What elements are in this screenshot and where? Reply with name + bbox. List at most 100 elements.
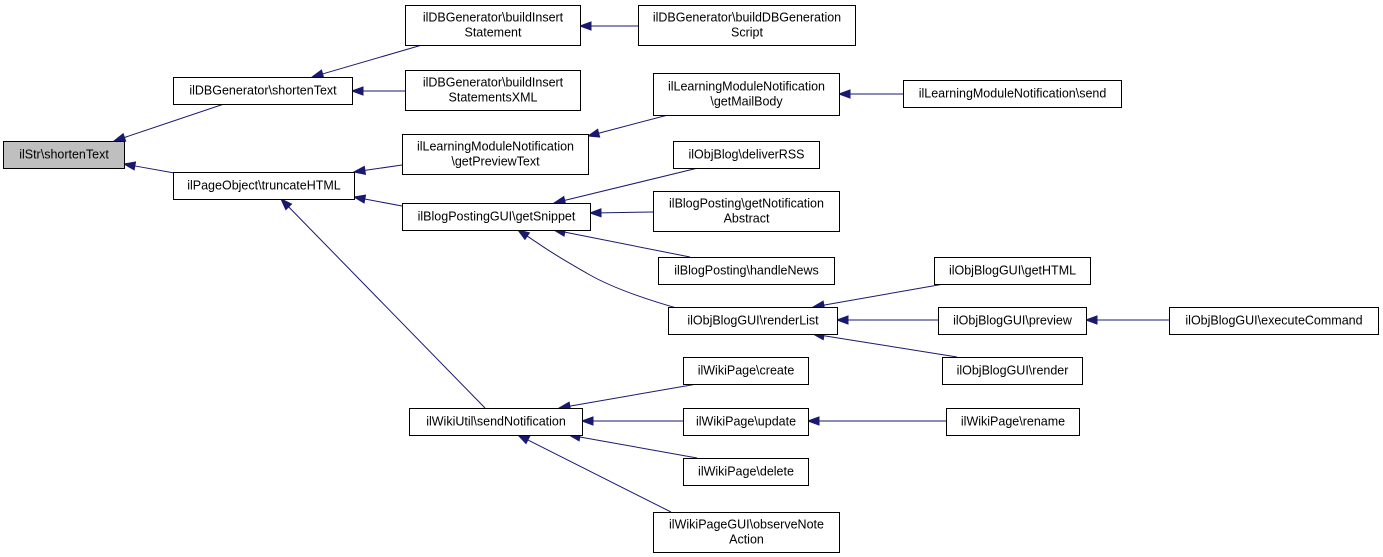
node-box[interactable] bbox=[405, 70, 581, 111]
node-box[interactable] bbox=[405, 5, 581, 46]
node-label: Statement bbox=[465, 26, 523, 40]
edge-line bbox=[823, 283, 945, 306]
node-box[interactable] bbox=[668, 307, 838, 335]
edge-ilWikiPage_create-to-ilWikiUtil_sendNotification bbox=[557, 383, 698, 411]
node-label: ilDBGenerator\buildInsert bbox=[423, 11, 564, 25]
arrowhead-icon bbox=[1084, 315, 1098, 325]
node-ilObjBlogGUI_render[interactable]: ilObjBlogGUI\render bbox=[942, 357, 1083, 385]
node-ilBlogPostingGUI_getSnippet[interactable]: ilBlogPostingGUI\getSnippet bbox=[402, 203, 591, 231]
node-ilBlogPosting_handleNews[interactable]: ilBlogPosting\handleNews bbox=[658, 257, 835, 285]
node-ilWikiPage_create[interactable]: ilWikiPage\create bbox=[683, 357, 809, 385]
edge-ilWikiPageGUI_observeNoteAction-to-ilWikiUtil_sendNotification bbox=[516, 434, 672, 513]
node-label: ilWikiUtil\sendNotification bbox=[426, 415, 566, 429]
node-box[interactable] bbox=[683, 408, 809, 436]
node-box[interactable] bbox=[653, 512, 840, 553]
node-label: ilLearningModuleNotification bbox=[668, 80, 825, 94]
node-label: \getMailBody bbox=[710, 95, 783, 109]
node-label: Action bbox=[729, 533, 764, 547]
arrowhead-icon bbox=[578, 21, 592, 31]
node-ilObjBlogGUI_preview[interactable]: ilObjBlogGUI\preview bbox=[938, 307, 1087, 335]
node-ilObjBlogGUI_renderList[interactable]: ilObjBlogGUI\renderList bbox=[668, 307, 838, 335]
node-label: ilWikiPage\create bbox=[698, 364, 795, 378]
nodes-layer: ilStr\shortenText ilDBGenerator\shortenTe… bbox=[3, 5, 1379, 553]
node-ilDBGenerator_shortenText[interactable]: ilDBGenerator\shortenText bbox=[173, 77, 353, 105]
edge-ilLMN_send-to-ilLMN_getMailBody bbox=[837, 89, 903, 99]
edge-ilObjBlogGUI_renderList-to-ilBlogPostingGUI_getSnippet bbox=[516, 229, 681, 310]
node-label: ilObjBlogGUI\getHTML bbox=[949, 264, 1076, 278]
edge-line bbox=[288, 206, 486, 409]
edge-line bbox=[322, 44, 423, 75]
root-node-box[interactable] bbox=[3, 141, 125, 169]
node-ilPageObject_truncateHTML[interactable]: ilPageObject\truncateHTML bbox=[173, 172, 355, 200]
edge-ilWikiPage_update-to-ilWikiUtil_sendNotification bbox=[580, 416, 683, 426]
arrowhead-icon bbox=[837, 89, 851, 99]
edge-ilWikiUtil_sendNotification-to-ilPageObject_truncateHTML bbox=[279, 197, 486, 409]
node-ilWikiPage_rename[interactable]: ilWikiPage\rename bbox=[946, 408, 1080, 436]
edges-layer bbox=[112, 21, 1169, 513]
node-box[interactable] bbox=[938, 307, 1087, 335]
node-label: ilWikiPage\rename bbox=[961, 415, 1065, 429]
node-ilObjBlogGUI_executeCommand[interactable]: ilObjBlogGUI\executeCommand bbox=[1169, 307, 1379, 335]
edge-ilWikiPage_rename-to-ilWikiPage_update bbox=[806, 416, 946, 426]
node-ilObjBlog_deliverRSS[interactable]: ilObjBlog\deliverRSS bbox=[673, 141, 820, 169]
node-box[interactable] bbox=[173, 172, 355, 200]
edge-ilLMN_getPreviewText-to-ilPageObject_truncateHTML bbox=[352, 164, 403, 176]
edge-ilObjBlogGUI_getHTML-to-ilObjBlogGUI_renderList bbox=[811, 283, 945, 310]
edge-line bbox=[364, 198, 403, 207]
node-box[interactable] bbox=[173, 77, 353, 105]
node-label: ilWikiPage\delete bbox=[698, 465, 794, 479]
arrowhead-icon bbox=[350, 86, 364, 96]
edge-ilObjBlogGUI_render-to-ilObjBlogGUI_renderList bbox=[811, 331, 958, 358]
node-ilWikiPage_delete[interactable]: ilWikiPage\delete bbox=[683, 458, 809, 486]
node-ilObjBlogGUI_getHTML[interactable]: ilObjBlogGUI\getHTML bbox=[934, 257, 1091, 285]
edge-line bbox=[823, 335, 958, 358]
arrowhead-icon bbox=[279, 197, 293, 211]
node-ilLMN_getPreviewText[interactable]: ilLearningModuleNotification\getPreviewT… bbox=[402, 134, 589, 175]
node-label: Abstract bbox=[724, 212, 770, 226]
edge-line bbox=[527, 439, 672, 513]
node-label: ilLearningModuleNotification bbox=[417, 140, 574, 154]
node-box[interactable] bbox=[673, 141, 820, 169]
arrowhead-icon bbox=[122, 161, 137, 171]
node-label: ilWikiPage\update bbox=[696, 415, 796, 429]
node-box[interactable] bbox=[638, 5, 856, 46]
node-box[interactable] bbox=[903, 80, 1122, 108]
node-box[interactable] bbox=[653, 191, 840, 232]
node-box[interactable] bbox=[1169, 307, 1379, 335]
node-box[interactable] bbox=[946, 408, 1080, 436]
node-box[interactable] bbox=[683, 357, 809, 385]
node-box[interactable] bbox=[402, 134, 589, 175]
edge-ilDBGenerator_shortenText-to-ilStr_shortenText bbox=[112, 103, 225, 142]
node-box[interactable] bbox=[683, 458, 809, 486]
arrowhead-icon bbox=[112, 132, 127, 142]
arrowhead-icon bbox=[516, 434, 531, 445]
edge-line bbox=[526, 235, 681, 310]
node-box[interactable] bbox=[934, 257, 1091, 285]
arrowhead-icon bbox=[806, 416, 820, 426]
node-label: ilBlogPosting\handleNews bbox=[674, 264, 819, 278]
node-ilWikiUtil_sendNotification[interactable]: ilWikiUtil\sendNotification bbox=[409, 408, 583, 436]
node-label: ilObjBlogGUI\render bbox=[957, 364, 1069, 378]
node-ilStr_shortenText[interactable]: ilStr\shortenText bbox=[3, 141, 125, 169]
node-box[interactable] bbox=[402, 203, 591, 231]
edge-ilObjBlogGUI_preview-to-ilObjBlogGUI_renderList bbox=[835, 315, 938, 325]
node-box[interactable] bbox=[658, 257, 835, 285]
arrowhead-icon bbox=[352, 194, 367, 204]
arrowhead-icon bbox=[588, 208, 602, 218]
node-box[interactable] bbox=[653, 73, 840, 116]
edge-line bbox=[600, 211, 654, 214]
node-box[interactable] bbox=[409, 408, 583, 436]
arrowhead-icon bbox=[310, 69, 325, 79]
node-ilLMN_send[interactable]: ilLearningModuleNotification\send bbox=[903, 80, 1122, 108]
edge-line bbox=[598, 114, 669, 134]
node-ilWikiPage_update[interactable]: ilWikiPage\update bbox=[683, 408, 809, 436]
node-ilLMN_getMailBody[interactable]: ilLearningModuleNotification\getMailBody bbox=[653, 73, 840, 116]
node-label: ilBlogPostingGUI\getSnippet bbox=[418, 210, 576, 224]
node-label: ilWikiPageGUI\observeNote bbox=[669, 518, 824, 532]
node-box[interactable] bbox=[942, 357, 1083, 385]
